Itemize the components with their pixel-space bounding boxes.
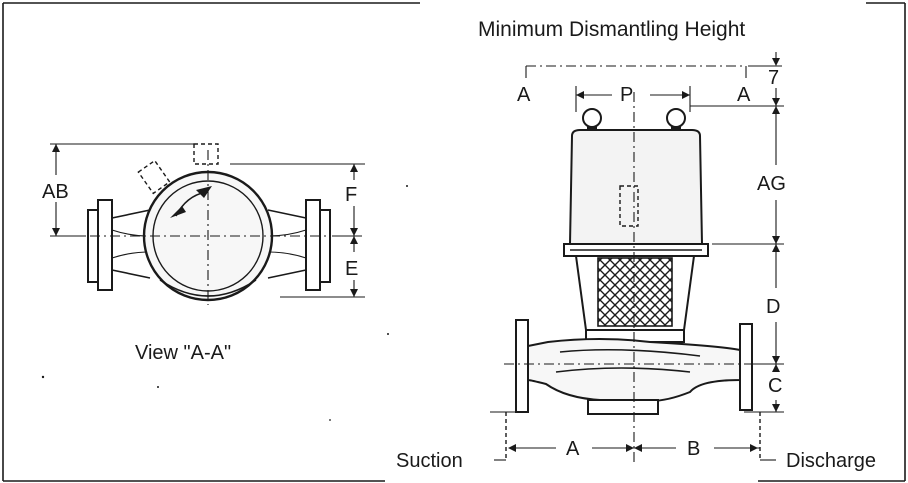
view-caption: View "A-A" [135,342,231,364]
section-label-left: A [517,84,531,106]
discharge-flange [739,323,753,411]
left-neck [111,209,151,279]
section-label-right: A [737,84,751,106]
dim-c-label: C [768,375,782,397]
casing-foot [587,399,659,415]
right-neck [267,209,307,279]
dim-d-label: D [766,296,780,318]
rotation-arrow-tail [196,186,212,198]
left-flange [87,209,99,283]
dim-a-label: A [566,438,580,460]
terminal-box-angled [137,159,171,195]
right-neck-inner [267,229,307,259]
left-flange-face [97,199,113,291]
dim-e-label: E [345,258,358,280]
casing-contours [555,348,701,373]
scan-specks [41,185,408,421]
motor-housing [568,129,704,245]
dim-b-label: B [687,438,700,460]
dim-ab-label: AB [42,181,69,203]
view-a-a-drawing [50,143,365,305]
dim-ag-label: AG [757,173,786,195]
lifting-eye-left [582,108,602,128]
dim-7-label: 7 [768,67,779,89]
lifting-eye-right [666,108,686,128]
pump-casing [527,338,741,402]
suction-flange [515,319,529,413]
discharge-label: Discharge [786,450,876,472]
right-flange [319,209,331,283]
rotation-arrow-head [170,206,186,218]
terminal-box-top [193,143,219,165]
pump-elevation-drawing [490,52,784,462]
motor-terminal-box [619,185,639,227]
dim-f-label: F [345,184,357,206]
dim-p-label: P [620,84,633,106]
diagram-title: Minimum Dismantling Height [478,18,745,41]
right-flange-face [305,199,321,291]
suction-label: Suction [396,450,463,472]
coupling-mesh [597,257,673,327]
